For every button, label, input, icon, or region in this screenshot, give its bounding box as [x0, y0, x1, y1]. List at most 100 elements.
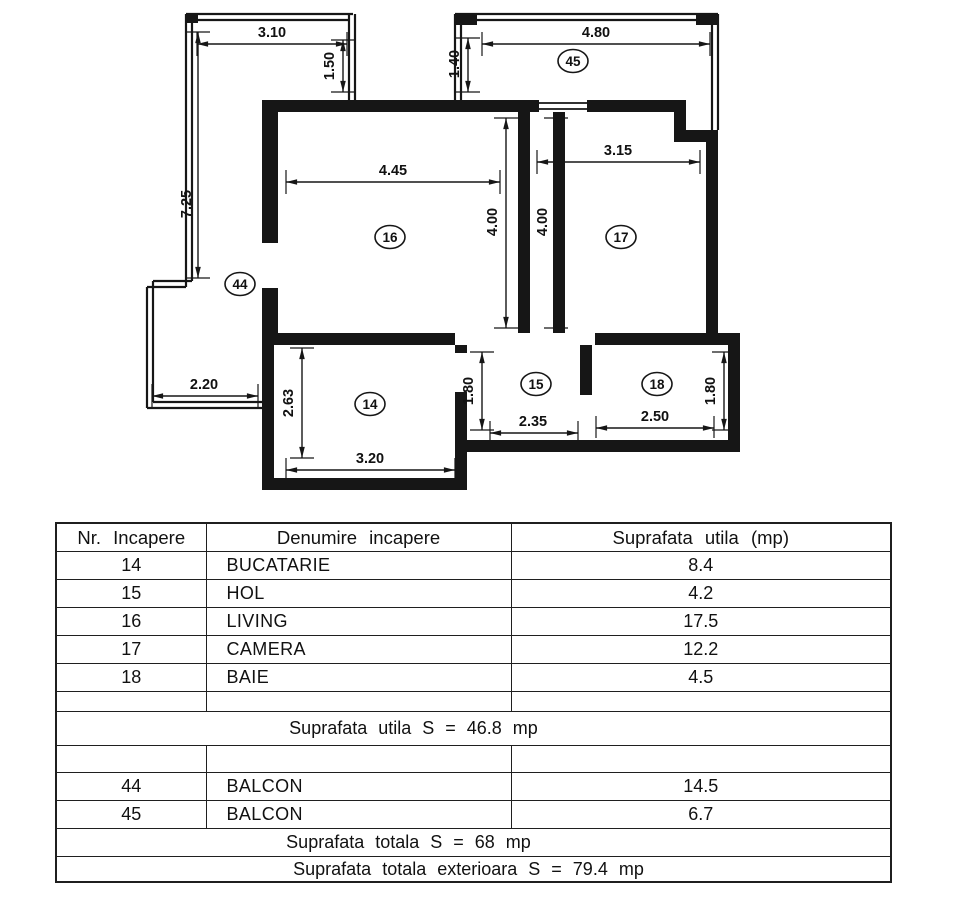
svg-text:17: 17 — [613, 230, 628, 245]
room-label-17: 17 — [605, 224, 637, 250]
dim-2-63: 2.63 — [281, 347, 314, 459]
empty-cell — [55, 691, 207, 712]
cell-area: 4.2 — [510, 579, 892, 608]
apartment-walls — [262, 100, 740, 490]
dim-2-20: 2.20 — [151, 377, 259, 408]
empty-cell — [510, 745, 892, 773]
empty-cell — [205, 691, 512, 712]
dim-label: 3.20 — [356, 451, 384, 467]
dim-label: 2.50 — [641, 409, 669, 425]
room-label-45: 45 — [557, 48, 589, 74]
subtotal-row: Suprafata utila S = 46.8 mp — [55, 711, 892, 746]
cell-nr: 18 — [55, 663, 207, 692]
room-label-18: 18 — [641, 371, 673, 397]
cell-area: 12.2 — [510, 635, 892, 664]
floor-plan: 3.10 1.50 4.80 1.40 7.25 — [145, 12, 740, 490]
empty-cell — [510, 691, 892, 712]
dim-7-25: 7.25 — [179, 31, 210, 279]
dim-label: 4.00 — [485, 208, 501, 236]
empty-cell — [205, 745, 512, 773]
dim-label: 2.35 — [519, 414, 547, 430]
room-label-16: 16 — [374, 224, 406, 250]
dim-label: 4.00 — [535, 208, 551, 236]
table-header-row: Nr. Incapere Denumire incapere Suprafata… — [55, 522, 892, 552]
cell-name: LIVING — [205, 607, 512, 636]
svg-text:16: 16 — [382, 230, 398, 245]
dim-2-50: 2.50 — [595, 409, 715, 438]
dim-label: 1.40 — [447, 50, 463, 78]
areas-table: Nr. Incapere Denumire incapere Suprafata… — [55, 522, 892, 883]
cell-nr: 14 — [55, 551, 207, 580]
dim-label: 4.45 — [379, 163, 407, 179]
cell-area: 17.5 — [510, 607, 892, 636]
total-text: Suprafata totala S = 68 mp — [55, 828, 892, 857]
dim-2-35: 2.35 — [489, 414, 579, 443]
dim-label: 2.63 — [281, 389, 297, 417]
dim-label: 1.80 — [461, 377, 477, 405]
table-row: 14 BUCATARIE 8.4 — [55, 551, 892, 580]
dim-4-00-camera: 4.00 — [535, 117, 568, 329]
room-label-15: 15 — [520, 371, 552, 397]
dim-4-45: 4.45 — [285, 163, 501, 194]
dim-label: 1.50 — [322, 52, 338, 80]
header-denumire: Denumire incapere — [205, 522, 512, 552]
cell-nr: 15 — [55, 579, 207, 608]
total-exterior-text: Suprafata totala exterioara S = 79.4 mp — [55, 856, 892, 883]
dim-3-20: 3.20 — [285, 451, 456, 482]
dim-3-10: 3.10 — [196, 25, 348, 56]
total-row: Suprafata totala S = 68 mp — [55, 828, 892, 857]
total-exterior-row: Suprafata totala exterioara S = 79.4 mp — [55, 856, 892, 883]
dim-1-80-hol: 1.80 — [461, 351, 494, 431]
subtotal-text: Suprafata utila S = 46.8 mp — [55, 711, 892, 746]
table-row: 17 CAMERA 12.2 — [55, 635, 892, 664]
svg-text:18: 18 — [649, 377, 665, 392]
dim-label: 7.25 — [179, 190, 195, 218]
svg-text:14: 14 — [362, 397, 378, 412]
cell-area: 4.5 — [510, 663, 892, 692]
svg-text:15: 15 — [528, 377, 544, 392]
room-label-44: 44 — [224, 271, 256, 297]
cell-nr: 17 — [55, 635, 207, 664]
room-label-14: 14 — [354, 391, 386, 417]
dim-label: 3.15 — [604, 143, 632, 159]
dim-label: 4.80 — [582, 25, 610, 41]
empty-row — [55, 691, 892, 712]
header-suprafata: Suprafata utila (mp) — [510, 522, 892, 552]
cell-name: BALCON — [205, 800, 512, 829]
room-labels: 16 17 44 45 14 15 18 — [224, 48, 673, 417]
dim-1-80-baie: 1.80 — [703, 351, 736, 431]
dim-1-50: 1.50 — [322, 39, 355, 93]
table-row: 18 BAIE 4.5 — [55, 663, 892, 692]
cell-name: BUCATARIE — [205, 551, 512, 580]
dim-4-80: 4.80 — [481, 25, 711, 56]
table-row: 15 HOL 4.2 — [55, 579, 892, 608]
balcony-44-outline — [145, 12, 357, 410]
header-nr-incapere: Nr. Incapere — [55, 522, 207, 552]
dim-4-00-living: 4.00 — [485, 117, 518, 329]
dim-label: 2.20 — [190, 377, 218, 393]
areas-table-container: Nr. Incapere Denumire incapere Suprafata… — [55, 522, 892, 883]
dim-1-40: 1.40 — [447, 37, 480, 93]
dim-3-15: 3.15 — [536, 143, 701, 174]
balcony-45-outline — [453, 12, 720, 130]
svg-text:44: 44 — [232, 277, 248, 292]
dim-label: 1.80 — [703, 377, 719, 405]
dimensions: 3.10 1.50 4.80 1.40 7.25 — [151, 25, 736, 482]
cell-area: 6.7 — [510, 800, 892, 829]
cell-nr: 16 — [55, 607, 207, 636]
svg-text:45: 45 — [565, 54, 581, 69]
cell-name: HOL — [205, 579, 512, 608]
table-row: 45 BALCON 6.7 — [55, 800, 892, 829]
cell-nr: 45 — [55, 800, 207, 829]
cell-nr: 44 — [55, 772, 207, 801]
cell-name: BALCON — [205, 772, 512, 801]
dim-label: 3.10 — [258, 25, 286, 41]
empty-row — [55, 745, 892, 773]
empty-cell — [55, 745, 207, 773]
table-row: 44 BALCON 14.5 — [55, 772, 892, 801]
table-row: 16 LIVING 17.5 — [55, 607, 892, 636]
cell-area: 8.4 — [510, 551, 892, 580]
cell-area: 14.5 — [510, 772, 892, 801]
cell-name: CAMERA — [205, 635, 512, 664]
cell-name: BAIE — [205, 663, 512, 692]
